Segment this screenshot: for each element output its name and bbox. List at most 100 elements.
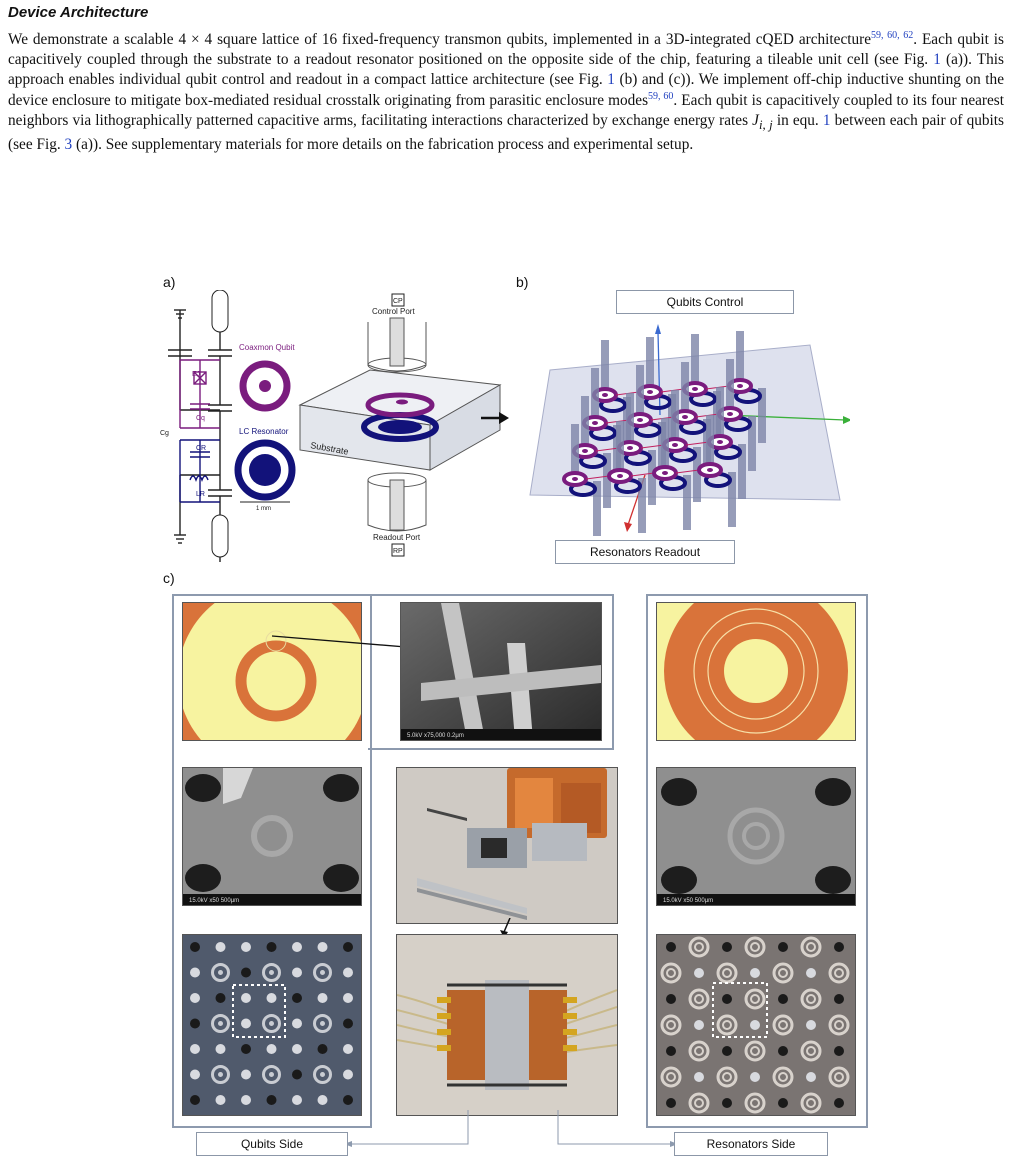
readout-pin — [728, 472, 736, 527]
rp-cylinder — [211, 514, 229, 558]
control-port-label: Control Port — [372, 307, 415, 316]
via-hole — [190, 993, 200, 1003]
qubit-side-frame — [172, 594, 372, 1128]
equation-ref-link[interactable]: 1 — [822, 111, 831, 129]
qubit-chip-photo — [182, 934, 362, 1116]
panel-a-diagram: EJ Cq Cg CR LR Coaxmon Qubit LC Resonato… — [160, 290, 502, 562]
via-hole — [834, 1046, 844, 1056]
resonator-ring — [660, 1066, 682, 1088]
via-hole — [722, 1046, 732, 1056]
resonator-ring — [744, 988, 766, 1010]
via-hole — [190, 942, 200, 952]
figure-ref-link[interactable]: 3 — [64, 136, 73, 154]
via-hole — [694, 968, 704, 978]
via-hole — [666, 1046, 676, 1056]
control-pin — [601, 340, 609, 400]
citation-link[interactable]: 59, 60 — [648, 90, 674, 102]
via-hole — [292, 993, 302, 1003]
resonator-ring — [716, 1014, 738, 1036]
via-hole — [722, 942, 732, 952]
via-hole — [750, 968, 760, 978]
resonator-ring — [828, 962, 850, 984]
coupling-arm — [685, 441, 710, 446]
resonator-ring — [688, 936, 710, 958]
figure-ref-link[interactable]: 1 — [933, 51, 941, 69]
via-hole — [190, 1069, 200, 1080]
resonator-ring — [772, 962, 794, 984]
citation-link[interactable]: 59, 60, 62 — [871, 29, 914, 41]
math-subscript: i, j — [758, 117, 773, 132]
qubit-optical-image — [182, 602, 362, 741]
resonator-ring — [800, 936, 822, 958]
cp-cylinder — [211, 290, 229, 333]
control-pin — [736, 331, 744, 391]
qubit-pad — [717, 440, 723, 444]
via-hole — [317, 1095, 328, 1105]
via-hole — [343, 1095, 353, 1105]
cp-box — [391, 293, 405, 307]
junction-sem-image: 5.0kV x75,000 0.2μm — [400, 602, 602, 741]
resonator-ring — [660, 1014, 682, 1036]
qubits-control-label: Qubits Control — [616, 290, 794, 314]
via-hole — [292, 967, 302, 978]
panel-b-label: b) — [516, 274, 529, 290]
panel-a-label: a) — [163, 274, 176, 290]
via-hole — [750, 1020, 760, 1030]
qubit-ring — [211, 1065, 230, 1084]
via-hole — [317, 993, 328, 1003]
via-hole — [266, 1044, 277, 1054]
control-pin — [616, 421, 624, 481]
enclosure-photo — [396, 767, 618, 924]
via-hole — [343, 993, 353, 1003]
qubit-pad — [737, 384, 743, 388]
via-hole — [241, 1018, 251, 1029]
via-hole — [190, 967, 200, 978]
resonator-ring — [744, 1040, 766, 1062]
qubit-pad — [682, 415, 688, 419]
coupling-arm — [640, 444, 665, 449]
via-hole — [317, 942, 328, 952]
resonator-ring — [716, 1066, 738, 1088]
via-hole — [241, 993, 251, 1003]
resonator-chip-photo — [656, 934, 856, 1116]
via-hole — [343, 1018, 353, 1029]
via-hole — [241, 967, 251, 978]
readout-pin — [693, 447, 701, 502]
via-hole — [292, 1095, 302, 1105]
unit-cell-outline — [712, 982, 768, 1038]
via-hole — [343, 942, 353, 952]
qubit-sem-image: 15.0kV x50 500μm — [182, 767, 362, 906]
figure-ref-link[interactable]: 1 — [607, 71, 615, 89]
via-hole — [241, 1095, 251, 1105]
via-hole — [317, 1044, 328, 1054]
control-pin — [591, 368, 599, 428]
qubit-pad-icon — [259, 380, 271, 392]
resonator-optical-image — [656, 602, 856, 741]
qubit-pad — [692, 387, 698, 391]
via-hole — [343, 967, 353, 978]
qubit-ring — [262, 963, 281, 982]
readout-pin — [638, 478, 646, 533]
cp-label: CP — [393, 298, 403, 305]
rp-label: RP — [393, 548, 403, 555]
qubit-lattice — [562, 331, 766, 536]
rp-box — [391, 543, 405, 557]
scale-label: 1 mm — [256, 506, 271, 512]
qubit-pad — [647, 390, 653, 394]
qubit-ring — [262, 1014, 281, 1033]
sem-scale-label: 5.0kV x75,000 0.2μm — [407, 733, 464, 739]
qubit-pad — [582, 449, 588, 453]
via-hole — [778, 942, 788, 952]
text-run: . Each qubit is capacitively coupled to … — [8, 91, 1004, 129]
via-hole — [292, 1044, 302, 1054]
resonator-ring — [800, 1092, 822, 1114]
resonator-ring — [772, 1014, 794, 1036]
via-hole — [292, 1018, 302, 1029]
via-hole — [190, 1018, 200, 1029]
via-hole — [834, 1098, 844, 1108]
math-symbol: J — [752, 111, 759, 129]
via-hole — [343, 1069, 353, 1080]
qubit-side-frame-top — [368, 594, 614, 750]
via-hole — [778, 1098, 788, 1108]
via-hole — [666, 1098, 676, 1108]
